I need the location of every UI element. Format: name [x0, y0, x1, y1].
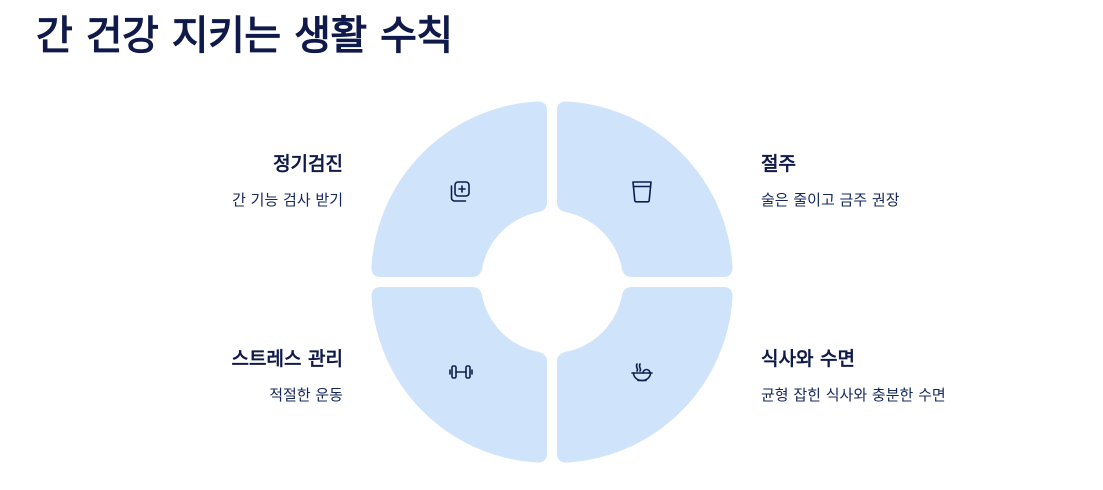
segment-title: 절주 — [761, 153, 796, 175]
dumbbell-icon — [447, 358, 475, 386]
bowl-icon — [628, 358, 656, 386]
segment-title: 정기검진 — [273, 153, 343, 175]
label-bottom-right: 식사와 수면 균형 잡힌 식사와 충분한 수면 — [761, 347, 946, 405]
label-top-left: 정기검진 간 기능 검사 받기 — [232, 152, 343, 210]
label-top-right: 절주 술은 줄이고 금주 권장 — [761, 152, 900, 210]
segment-description: 적절한 운동 — [269, 386, 343, 404]
segment-top-right — [557, 101, 733, 277]
glass-icon — [628, 178, 656, 206]
segment-title: 스트레스 관리 — [231, 348, 344, 370]
segment-description: 균형 잡힌 식사와 충분한 수면 — [761, 386, 946, 404]
segment-bottom-left — [371, 287, 547, 463]
segment-description: 간 기능 검사 받기 — [232, 191, 343, 209]
segment-bottom-right — [557, 287, 733, 463]
label-bottom-left: 스트레스 관리 적절한 운동 — [232, 347, 344, 405]
page-title: 간 건강 지키는 생활 수칙 — [36, 13, 453, 59]
segment-title: 식사와 수면 — [761, 348, 856, 370]
medical-checkup-icon — [447, 178, 475, 206]
segment-description: 술은 줄이고 금주 권장 — [761, 191, 900, 209]
